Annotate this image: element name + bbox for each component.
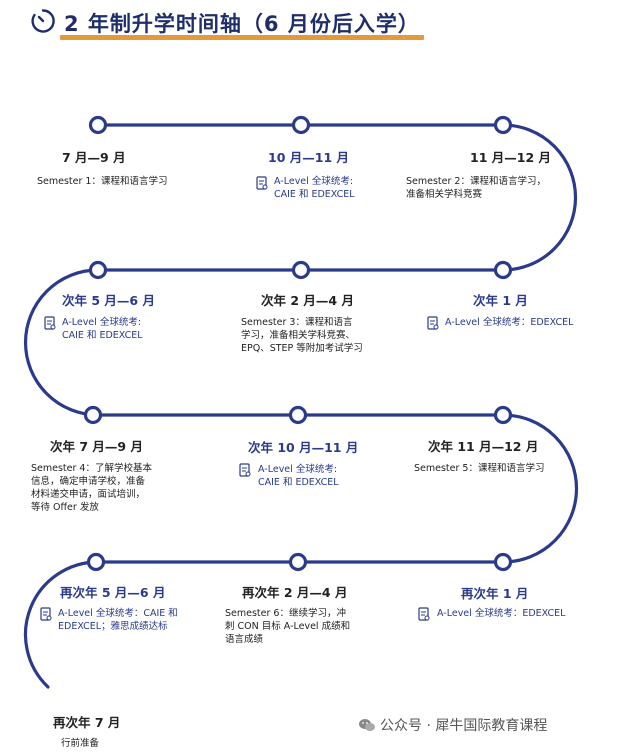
timeline-node — [291, 260, 311, 280]
timeline-node — [88, 260, 108, 280]
node-label: 7 月—9 月 — [62, 150, 126, 165]
timeline-path — [23, 123, 579, 689]
node-description: Semester 6：继续学习，冲 刺 CON 目标 A-Level 成绩和 语… — [225, 608, 351, 645]
node-description: Semester 4：了解学校基本 信息，确定申请学校，准备 材料递交申请，面试… — [31, 463, 152, 513]
watermark-text: 公众号 · 犀牛国际教育课程 — [380, 718, 548, 734]
document-icon — [40, 607, 52, 621]
node-label: 再次年 1 月 — [461, 586, 529, 601]
watermark: 公众号 · 犀牛国际教育课程 — [358, 715, 547, 735]
node-description: A-Level 全球统考：EDEXCEL — [437, 608, 566, 619]
node-description: A-Level 全球统考: CAIE 和 EDEXCEL — [62, 317, 143, 341]
timeline-node — [83, 405, 103, 425]
node-label: 次年 7 月—9 月 — [50, 439, 143, 454]
node-description: Semester 3：课程和语言 学习，准备相关学科竞赛、 EPQ、STEP 等… — [241, 317, 363, 354]
timeline-node — [86, 552, 106, 572]
timeline-node — [493, 260, 513, 280]
node-description: Semester 1：课程和语言学习 — [37, 176, 168, 187]
node-description: Semester 2：课程和语言学习， 准备相关学科竞赛 — [406, 176, 546, 200]
timeline-node — [288, 552, 308, 572]
title-underline — [60, 35, 424, 40]
node-description: 行前准备 — [61, 738, 100, 749]
document-icon — [256, 176, 268, 190]
timeline-node — [493, 115, 513, 135]
node-label: 次年 5 月—6 月 — [62, 293, 155, 308]
wechat-icon — [359, 719, 375, 731]
node-label: 再次年 7 月 — [53, 715, 121, 730]
node-label: 再次年 2 月—4 月 — [242, 585, 348, 600]
page-header: 2 年制升学时间轴（6 月份后入学） — [22, 6, 424, 40]
node-description: A-Level 全球统考：EDEXCEL — [445, 317, 574, 328]
document-icon — [44, 316, 56, 330]
node-description: A-Level 全球统考：CAIE 和 EDEXCEL；雅思成绩达标 — [58, 608, 178, 632]
node-label: 10 月—11 月 — [268, 150, 349, 165]
node-label: 次年 1 月 — [473, 293, 528, 308]
node-description: Semester 5：课程和语言学习 — [414, 463, 545, 474]
node-label: 次年 2 月—4 月 — [261, 293, 354, 308]
document-icon — [418, 607, 430, 621]
document-icon — [239, 463, 251, 477]
timeline-node — [291, 115, 311, 135]
node-label: 次年 10 月—11 月 — [248, 440, 359, 455]
timeline-node — [88, 115, 108, 135]
node-description: A-Level 全球统考: CAIE 和 EDEXCEL — [258, 464, 339, 488]
node-label: 再次年 5 月—6 月 — [60, 585, 166, 600]
timeline-node — [288, 405, 308, 425]
node-label: 次年 11 月—12 月 — [428, 439, 539, 454]
node-description: A-Level 全球统考: CAIE 和 EDEXCEL — [274, 176, 355, 200]
timeline-node — [493, 405, 513, 425]
clock-icon — [31, 9, 55, 33]
document-icon — [427, 316, 439, 330]
timeline-node — [493, 552, 513, 572]
node-label: 11 月—12 月 — [470, 150, 551, 165]
page-title: 2 年制升学时间轴（6 月份后入学） — [64, 12, 420, 36]
